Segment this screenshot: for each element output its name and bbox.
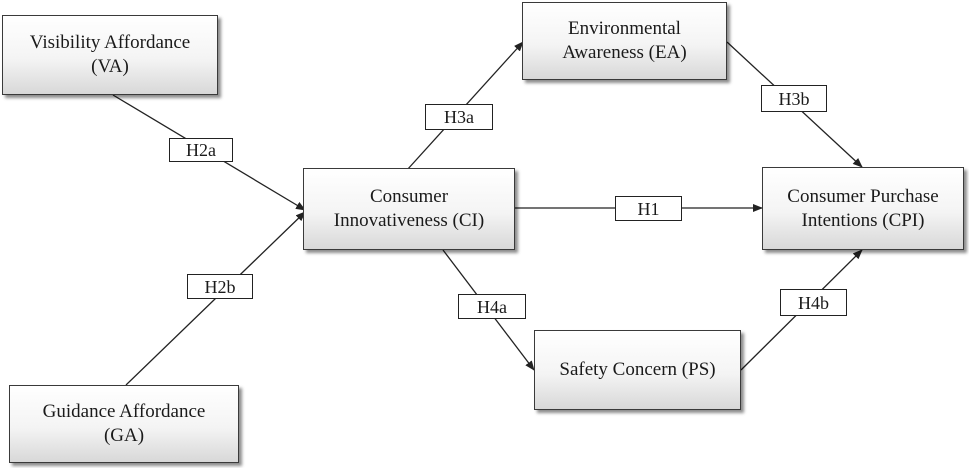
node-consumer-purchase-intentions: Consumer Purchase Intentions (CPI) bbox=[762, 167, 964, 250]
hypothesis-label-h2b: H2b bbox=[187, 274, 253, 299]
node-consumer-purchase-intentions-label: Consumer Purchase Intentions (CPI) bbox=[787, 185, 939, 231]
hypothesis-label-h3a: H3a bbox=[425, 104, 493, 130]
node-guidance-affordance-label: Guidance Affordance (GA) bbox=[42, 401, 206, 446]
node-guidance-affordance: Guidance Affordance (GA) bbox=[9, 385, 239, 463]
hypothesis-label-h4a: H4a bbox=[458, 294, 526, 319]
hypothesis-label-h4b: H4b bbox=[780, 289, 847, 316]
node-visibility-affordance-label: Visibility Affordance (VA) bbox=[29, 32, 191, 77]
node-environmental-awareness-label: Environmental Awareness (EA) bbox=[562, 18, 687, 63]
node-consumer-innovativeness-label: Consumer Innovativeness (CI) bbox=[333, 186, 485, 231]
hypothesis-label-h2a: H2a bbox=[169, 138, 233, 162]
hypothesis-label-h1: H1 bbox=[615, 196, 682, 221]
node-safety-concern-label: Safety Concern (PS) bbox=[559, 359, 716, 380]
hypothesis-label-h3b: H3b bbox=[761, 85, 827, 112]
node-consumer-innovativeness: Consumer Innovativeness (CI) bbox=[303, 168, 515, 250]
node-safety-concern: Safety Concern (PS) bbox=[534, 330, 741, 410]
node-environmental-awareness: Environmental Awareness (EA) bbox=[522, 2, 727, 80]
node-visibility-affordance: Visibility Affordance (VA) bbox=[2, 15, 218, 95]
